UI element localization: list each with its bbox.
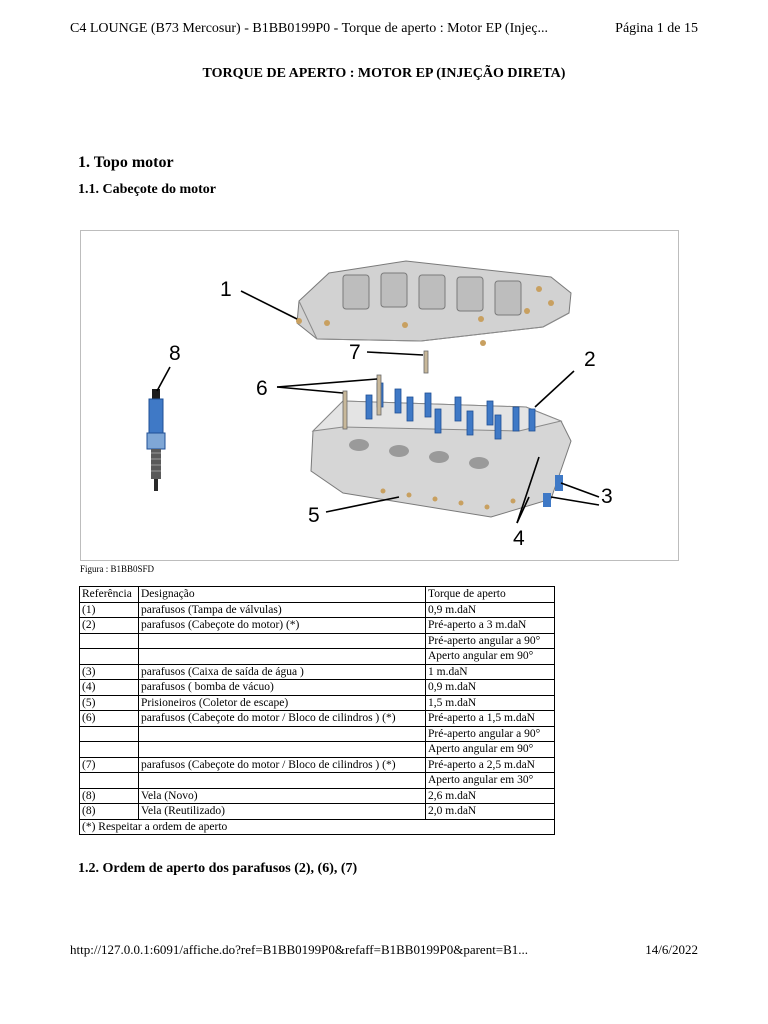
table-cell: parafusos (Caixa de saída de água )	[138, 663, 426, 680]
table-cell: Aperto angular em 30°	[425, 772, 555, 789]
table-cell	[79, 772, 139, 789]
subsection-heading-ordem-aperto: 1.2. Ordem de aperto dos parafusos (2), …	[78, 861, 358, 876]
long-bolts	[342, 350, 429, 430]
table-header-cell: Referência	[79, 586, 139, 603]
callout-7: 7	[349, 341, 361, 364]
table-cell	[79, 648, 139, 665]
callout-3: 3	[601, 485, 613, 508]
callout-8: 8	[169, 342, 181, 365]
table-cell: 0,9 m.daN	[425, 601, 555, 618]
table-cell: Pré-aperto angular a 90°	[425, 725, 555, 742]
spark-plug-illustration	[146, 389, 166, 491]
table-cell: Aperto angular em 90°	[425, 741, 555, 758]
footer-url: http://127.0.0.1:6091/affiche.do?ref=B1B…	[70, 942, 529, 957]
table-cell: Prisioneiros (Coletor de escape)	[138, 694, 426, 711]
table-row: (8)Vela (Reutilizado)2,0 m.daN	[79, 803, 555, 820]
table-row: (5)Prisioneiros (Coletor de escape)1,5 m…	[79, 694, 555, 711]
table-cell: (8)	[79, 787, 139, 804]
table-cell: (3)	[79, 663, 139, 680]
page-header-title: C4 LOUNGE (B73 Mercosur) - B1BB0199P0 - …	[70, 21, 549, 36]
table-cell: parafusos (Tampa de válvulas)	[138, 601, 426, 618]
table-cell: Pré-aperto a 3 m.daN	[425, 617, 555, 634]
callout-1: 1	[220, 278, 232, 301]
table-row: Aperto angular em 90°	[79, 648, 555, 665]
callout-2: 2	[584, 348, 596, 371]
table-cell	[138, 772, 426, 789]
table-footnote-row: (*) Respeitar a ordem de aperto	[79, 818, 555, 835]
table-row: (7)parafusos (Cabeçote do motor / Bloco …	[79, 756, 555, 773]
leader-lines	[156, 290, 600, 524]
table-header-cell: Designação	[138, 586, 426, 603]
footer-date: 14/6/2022	[645, 942, 698, 957]
table-cell: Pré-aperto angular a 90°	[425, 632, 555, 649]
page-number: Página 1 de 15	[615, 21, 698, 36]
table-row: Aperto angular em 30°	[79, 772, 555, 789]
table-row: (1)parafusos (Tampa de válvulas)0,9 m.da…	[79, 601, 555, 618]
table-cell: 0,9 m.daN	[425, 679, 555, 696]
table-cell: (4)	[79, 679, 139, 696]
table-cell: Pré-aperto a 1,5 m.daN	[425, 710, 555, 727]
callout-4: 4	[513, 527, 525, 550]
table-cell	[138, 633, 426, 649]
table-cell	[138, 726, 426, 742]
table-cell: parafusos ( bomba de vácuo)	[138, 679, 426, 696]
callout-6: 6	[256, 377, 268, 400]
table-header-cell: Torque de aperto	[425, 586, 555, 603]
table-cell: parafusos (Cabeçote do motor / Bloco de …	[138, 756, 426, 773]
subsection-heading-cabecote: 1.1. Cabeçote do motor	[78, 182, 217, 197]
valve-cover-illustration	[296, 260, 572, 346]
table-cell: 2,6 m.daN	[425, 787, 555, 804]
table-cell	[138, 741, 426, 758]
table-row: (2)parafusos (Cabeçote do motor) (*)Pré-…	[79, 617, 555, 634]
table-row: (6)parafusos (Cabeçote do motor / Bloco …	[79, 710, 555, 727]
table-cell	[79, 741, 139, 758]
table-cell: (2)	[79, 617, 139, 634]
table-row: Aperto angular em 90°	[79, 741, 555, 758]
table-cell: (5)	[79, 694, 139, 711]
figure-caption: Figura : B1BB0SFD	[80, 564, 155, 574]
table-cell: 1,5 m.daN	[425, 694, 555, 711]
table-cell: Vela (Reutilizado)	[138, 803, 426, 820]
table-cell: 1 m.daN	[425, 663, 555, 680]
table-row: (4)parafusos ( bomba de vácuo)0,9 m.daN	[79, 679, 555, 696]
callout-5: 5	[308, 504, 320, 527]
document-title: TORQUE DE APERTO : MOTOR EP (INJEÇÃO DIR…	[202, 66, 566, 81]
table-cell: (6)	[79, 710, 139, 727]
table-cell: Vela (Novo)	[138, 787, 426, 804]
table-row: Pré-aperto angular a 90°	[79, 632, 555, 649]
table-row: Pré-aperto angular a 90°	[79, 725, 555, 742]
section-heading-topo-motor: 1. Topo motor	[78, 154, 174, 171]
engine-head-diagram: 1 2 3 4 5 6 7 8	[80, 230, 679, 561]
table-cell: Aperto angular em 90°	[425, 648, 555, 665]
table-cell: 2,0 m.daN	[425, 803, 555, 820]
table-row: (3)parafusos (Caixa de saída de água )1 …	[79, 663, 555, 680]
table-cell: parafusos (Cabeçote do motor) (*)	[138, 617, 426, 634]
table-row: (8)Vela (Novo)2,6 m.daN	[79, 787, 555, 804]
table-footnote: (*) Respeitar a ordem de aperto	[79, 818, 555, 835]
table-cell	[79, 726, 139, 742]
table-cell: (7)	[79, 756, 139, 773]
table-cell: (1)	[79, 601, 139, 618]
table-cell: Pré-aperto a 2,5 m.daN	[425, 756, 555, 773]
table-cell: parafusos (Cabeçote do motor / Bloco de …	[138, 710, 426, 727]
table-cell	[138, 648, 426, 665]
table-cell: (8)	[79, 803, 139, 820]
table-cell	[79, 633, 139, 649]
